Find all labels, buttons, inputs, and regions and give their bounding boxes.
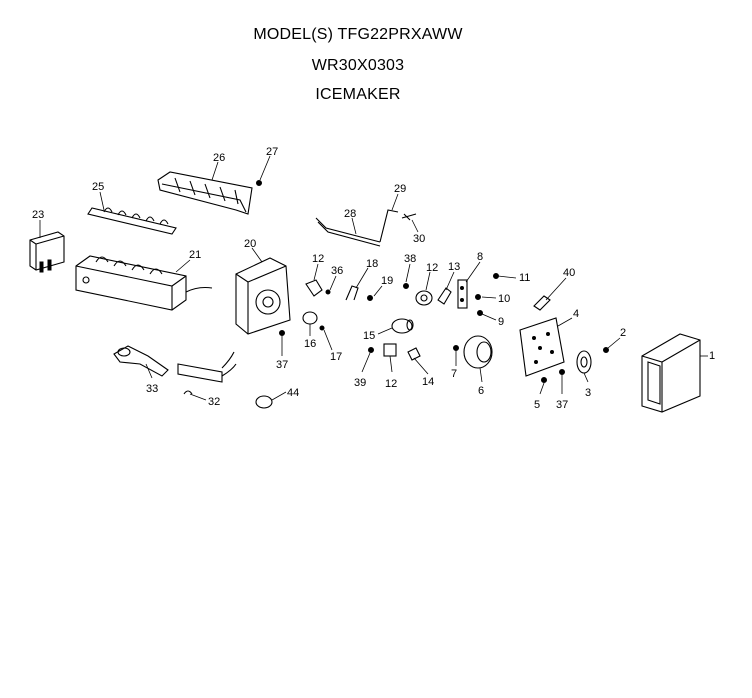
part-30-clip — [401, 213, 417, 221]
callout-26: 26 — [213, 152, 225, 164]
part-19-screw — [367, 295, 373, 301]
callout-9: 9 — [498, 316, 504, 328]
callout-27: 27 — [266, 146, 278, 158]
part-6-motor — [463, 335, 493, 369]
callout-37-a: 37 — [276, 359, 288, 371]
part-heater-wire — [177, 351, 237, 383]
part-21-ice-mold — [75, 255, 213, 311]
callout-12-c: 12 — [385, 378, 397, 390]
callout-16: 16 — [304, 338, 316, 350]
callout-40: 40 — [563, 267, 575, 279]
callout-15: 15 — [363, 330, 375, 342]
section-title: ICEMAKER — [315, 86, 401, 103]
part-39-screw — [368, 347, 374, 353]
callout-33: 33 — [146, 383, 158, 395]
part-26-cover — [157, 171, 253, 215]
callout-36: 36 — [331, 265, 343, 277]
callout-6: 6 — [478, 385, 484, 397]
callout-8: 8 — [477, 251, 483, 263]
part-1-cover — [641, 333, 701, 413]
callout-20: 20 — [244, 238, 256, 250]
callout-30: 30 — [413, 233, 425, 245]
callout-13: 13 — [448, 261, 460, 273]
part-11-screw — [493, 273, 499, 279]
callout-4: 4 — [573, 308, 579, 320]
part-15-motor — [391, 318, 414, 334]
part-44-cap — [255, 395, 273, 409]
part-28-arm — [315, 209, 399, 247]
callout-labels: 26 27 25 23 21 20 29 28 30 12 36 18 38 1… — [32, 146, 715, 411]
part-36-pin — [325, 289, 331, 295]
part-27-screw — [256, 180, 262, 186]
part-12c-block — [383, 343, 397, 357]
part-5-screw — [541, 377, 547, 383]
part-3-gear — [576, 350, 592, 374]
part-12a-lever — [305, 279, 323, 297]
part-8-switch — [457, 279, 468, 309]
model-title: MODEL(S) TFG22PRXAWW — [253, 26, 463, 43]
callout-3: 3 — [585, 387, 591, 399]
part-23-bracket — [29, 231, 65, 273]
part-13-arm — [437, 287, 452, 305]
callout-2: 2 — [620, 327, 626, 339]
callout-10: 10 — [498, 293, 510, 305]
callout-44: 44 — [287, 387, 299, 399]
kit-number: WR30X0303 — [311, 57, 405, 74]
callout-11: 11 — [519, 272, 530, 284]
callout-23: 23 — [32, 209, 44, 221]
part-32-clamp — [183, 390, 193, 395]
part-14-clip — [407, 347, 421, 361]
part-20-housing — [235, 257, 291, 335]
part-25-ejector — [87, 207, 177, 235]
callout-7: 7 — [451, 368, 457, 380]
callout-14: 14 — [422, 376, 434, 388]
part-7-screw — [453, 345, 459, 351]
part-4-plate — [519, 317, 565, 377]
callout-29: 29 — [394, 183, 406, 195]
callout-37-b: 37 — [556, 399, 568, 411]
callout-17: 17 — [330, 351, 342, 363]
callout-12-a: 12 — [312, 253, 324, 265]
part-37b-screw — [559, 369, 565, 375]
callout-5: 5 — [534, 399, 540, 411]
callout-19: 19 — [381, 275, 393, 287]
part-37a-screw — [279, 330, 285, 336]
callout-18: 18 — [366, 258, 378, 270]
callout-1: 1 — [709, 350, 715, 362]
leader-lines — [39, 155, 708, 401]
part-9-screw — [477, 310, 483, 316]
callout-25: 25 — [92, 181, 104, 193]
callout-12-b: 12 — [426, 262, 438, 274]
part-38-screw — [403, 283, 409, 289]
part-18-bracket — [345, 285, 359, 301]
callout-21: 21 — [189, 249, 201, 261]
part-10-screw — [475, 294, 481, 300]
part-16-cam — [302, 311, 318, 325]
callout-32: 32 — [208, 396, 220, 408]
part-12b-gear — [415, 290, 433, 306]
part-2-screw — [603, 347, 609, 353]
callout-39: 39 — [354, 377, 366, 389]
part-17-spring — [319, 325, 325, 331]
part-33-fill-cup — [113, 345, 169, 377]
callout-28: 28 — [344, 208, 356, 220]
callout-38: 38 — [404, 253, 416, 265]
